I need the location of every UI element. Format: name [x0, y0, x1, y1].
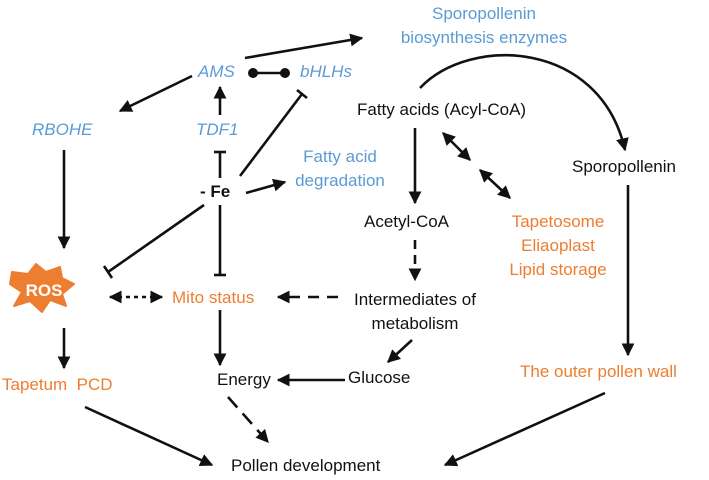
node-fatty-acids: Fatty acids (Acyl-CoA) — [357, 100, 527, 119]
link-fe-inhibits-bhlhs-bar — [296, 88, 308, 100]
node-fatty-acid-degradation-line2: degradation — [295, 171, 385, 190]
node-rbohe: RBOHE — [32, 120, 93, 139]
node-intermediates-line2: metabolism — [371, 314, 459, 333]
link-fe-inhibits-ros-bar — [102, 265, 114, 279]
node-tdf1: TDF1 — [196, 120, 239, 139]
node-tapetum-pcd: Tapetum PCD — [2, 375, 113, 394]
link-ams-bhlhs-dot-left — [248, 68, 258, 78]
node-fe: - Fe — [200, 182, 231, 201]
node-tapetosome: Tapetosome Eliaoplast Lipid storage — [494, 210, 622, 282]
node-energy: Energy — [217, 370, 271, 389]
node-intermediates: Intermediates of metabolism — [340, 288, 490, 336]
node-sporopollenin-enzymes: Sporopollenin biosynthesis enzymes — [364, 2, 604, 50]
node-sporopollenin: Sporopollenin — [572, 157, 676, 176]
link-fatty-tapetosome-a — [442, 132, 471, 161]
node-acetyl-coa: Acetyl-CoA — [364, 212, 450, 231]
ros-burst — [9, 263, 75, 313]
node-bhlhs: bHLHs — [300, 62, 352, 81]
node-tapetosome-line2: Eliaoplast — [521, 236, 595, 255]
node-tapetosome-line3: Lipid storage — [509, 260, 607, 279]
link-intermediates-to-glucose — [387, 339, 413, 363]
node-ros: ROS — [25, 281, 63, 300]
link-wall-to-pollen — [443, 391, 606, 467]
node-intermediates-line1: Intermediates of — [354, 290, 476, 309]
node-sporopollenin-enzymes-line2: biosynthesis enzymes — [400, 28, 568, 47]
node-fatty-acid-degradation: Fatty acid degradation — [280, 145, 400, 193]
node-sporopollenin-enzymes-line1: Sporopollenin — [432, 4, 536, 23]
link-fe-to-degradation — [245, 178, 287, 195]
node-glucose: Glucose — [348, 368, 411, 387]
link-fe-inhibits-ros — [107, 203, 205, 274]
link-fatty-to-sporopollenin — [419, 53, 629, 152]
node-outer-pollen-wall: The outer pollen wall — [520, 362, 677, 381]
node-fatty-acid-degradation-line1: Fatty acid — [303, 147, 377, 166]
node-pollen-development: Pollen development — [231, 456, 381, 475]
link-energy-to-pollen — [227, 396, 269, 443]
link-fe-inhibits-bhlhs — [238, 93, 304, 177]
node-ams: AMS — [198, 62, 235, 81]
node-mito-status: Mito status — [172, 288, 255, 307]
link-ams-bhlhs-dot-right — [280, 68, 290, 78]
link-ams-to-rbohe — [118, 74, 193, 113]
node-tapetosome-line1: Tapetosome — [511, 212, 605, 231]
link-ams-to-enzymes — [244, 33, 364, 60]
link-fatty-tapetosome-b — [479, 169, 511, 199]
link-pcd-to-pollen — [84, 405, 214, 467]
